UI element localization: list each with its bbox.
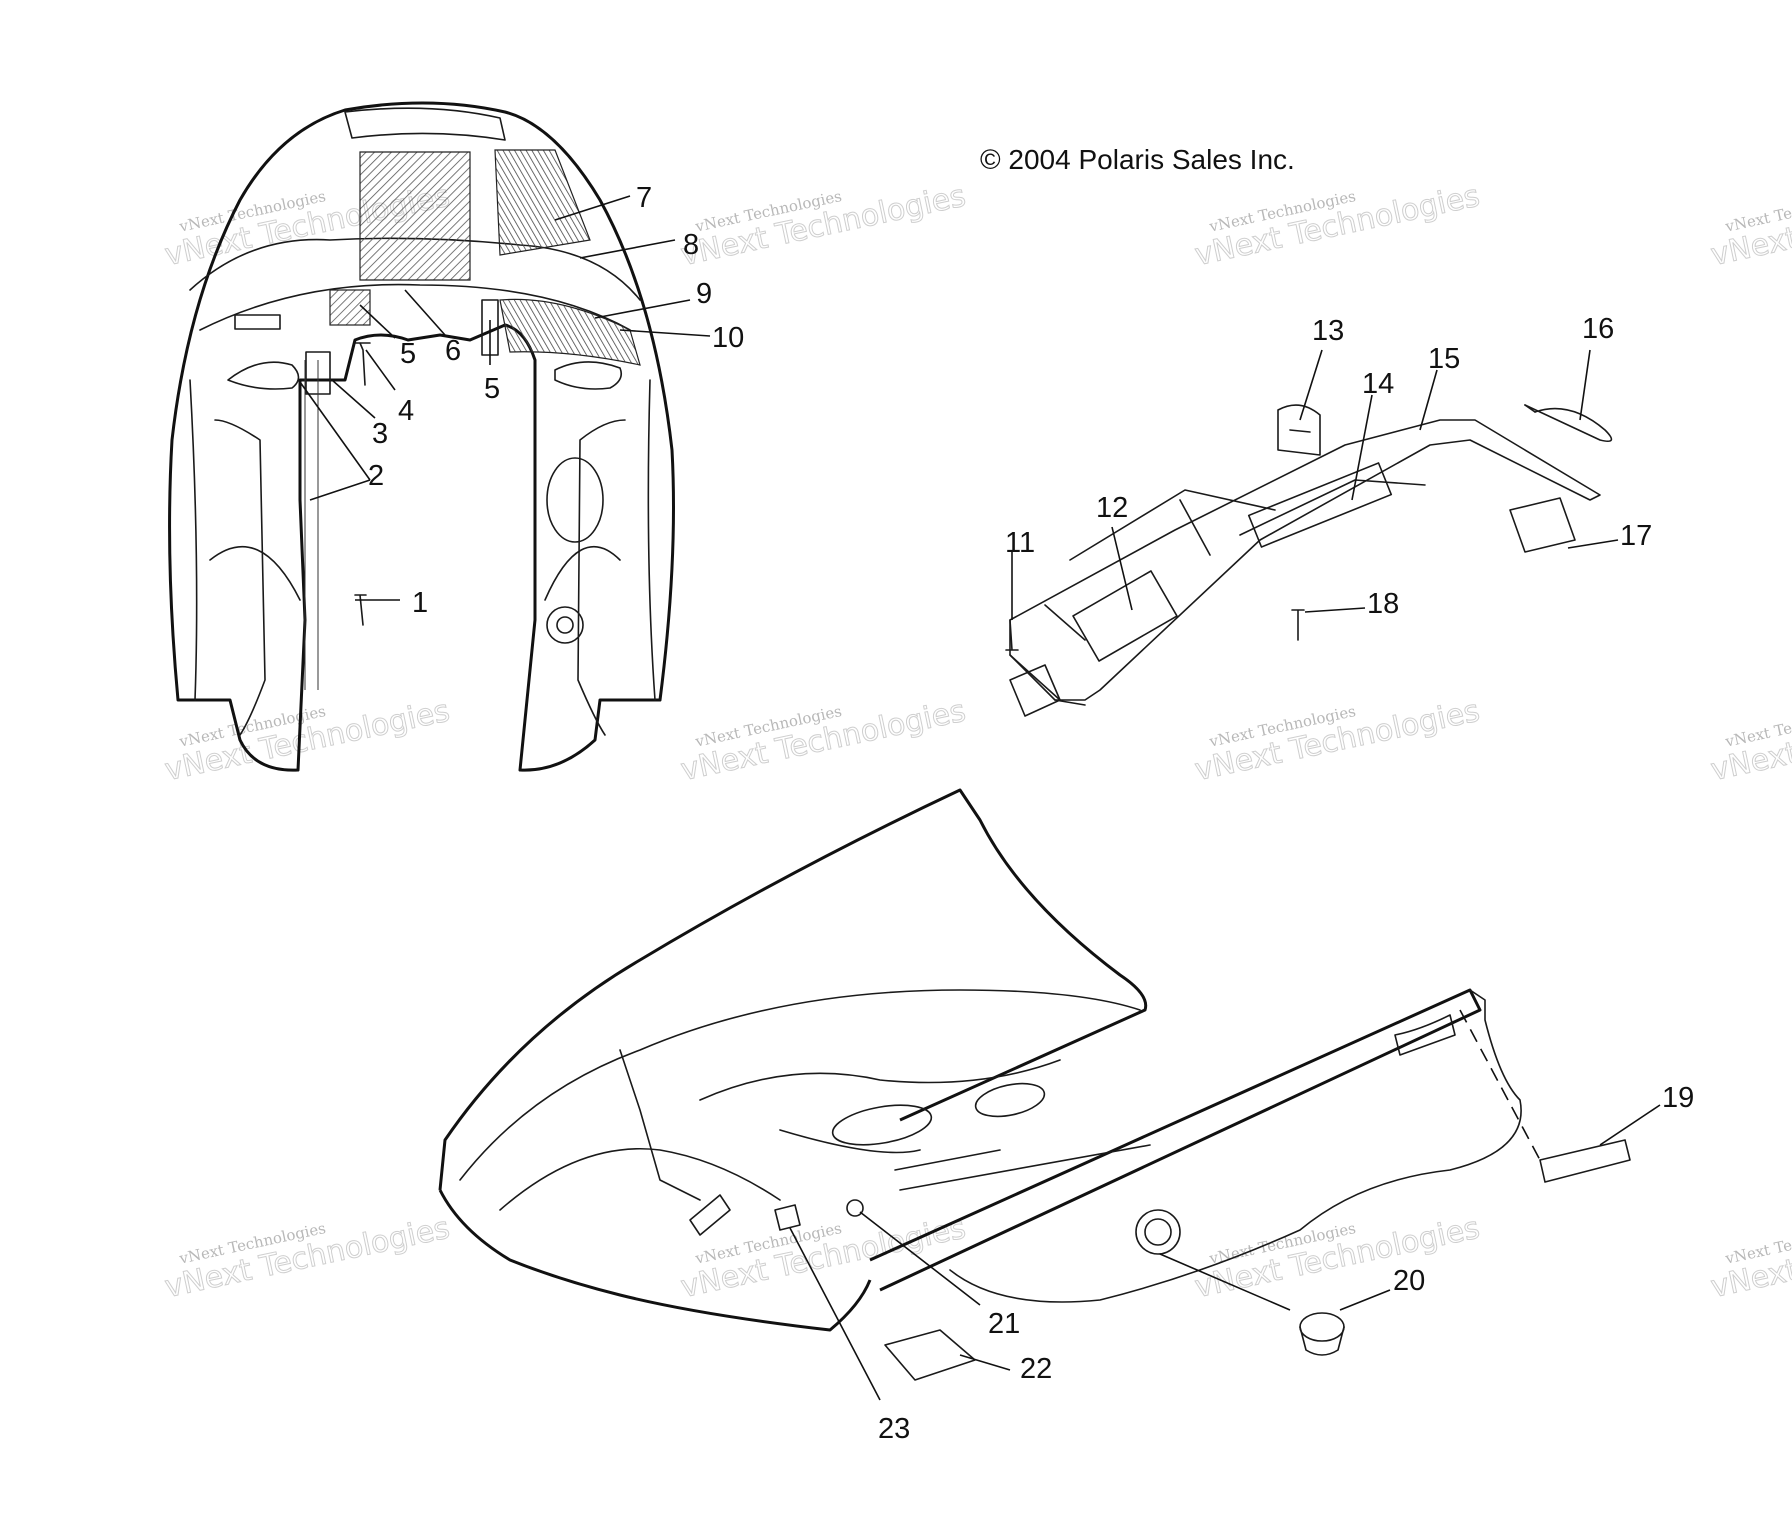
callout-9: 9 — [696, 278, 712, 310]
callout-18: 18 — [1367, 588, 1399, 620]
callout-11: 11 — [1005, 527, 1035, 559]
callout-10: 10 — [712, 322, 744, 354]
hood-underside-view — [168, 101, 675, 772]
callout-22: 22 — [1020, 1353, 1052, 1385]
callout-19: 19 — [1662, 1082, 1694, 1114]
callout-15: 15 — [1428, 343, 1460, 375]
callout-21: 21 — [988, 1308, 1020, 1340]
callout-13: 13 — [1312, 315, 1344, 347]
copyright-notice: © 2004 Polaris Sales Inc. — [980, 144, 1295, 175]
callout-14: 14 — [1362, 368, 1394, 400]
callout-23: 23 — [878, 1413, 910, 1445]
callout-7: 7 — [636, 182, 652, 214]
callout-16: 16 — [1582, 313, 1614, 345]
callout-4: 4 — [398, 395, 414, 427]
callout-20: 20 — [1393, 1265, 1425, 1297]
rail-assembly — [1005, 404, 1613, 717]
leaders-top-right — [1011, 349, 1619, 620]
callout-3: 3 — [372, 418, 388, 450]
callout-5b: 5 — [484, 373, 500, 405]
callout-12: 12 — [1096, 492, 1128, 524]
callout-8: 8 — [683, 229, 699, 261]
callout-6: 6 — [445, 335, 461, 367]
callout-2: 2 — [368, 460, 384, 492]
leaders-bottom — [789, 1104, 1661, 1401]
callout-5a: 5 — [400, 338, 416, 370]
callout-1: 1 — [412, 587, 428, 619]
hood-side-view — [438, 788, 1631, 1381]
callout-17: 17 — [1620, 520, 1652, 552]
leaders-top-left — [299, 195, 711, 601]
callouts: 1 2 3 4 5 5 6 7 8 9 10 11 12 13 14 15 16… — [368, 182, 1694, 1445]
